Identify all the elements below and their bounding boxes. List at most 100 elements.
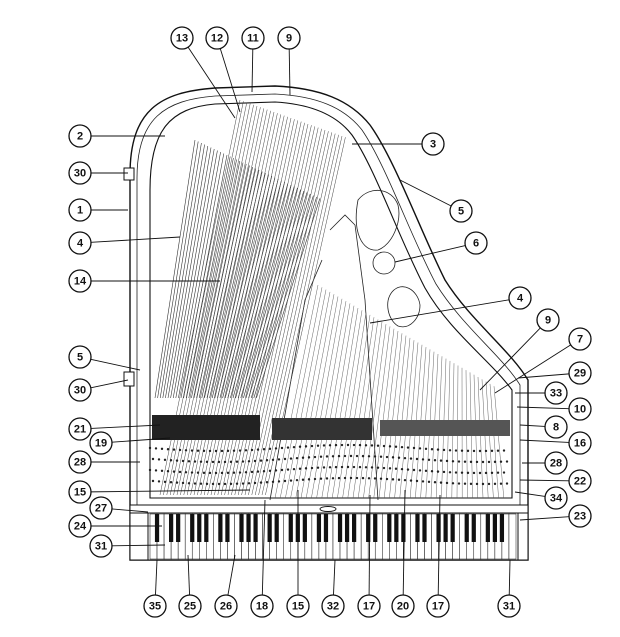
callout-number: 34 xyxy=(550,493,563,505)
bass-string xyxy=(167,147,212,399)
tuning-pin xyxy=(205,482,209,486)
tuning-pin xyxy=(388,445,392,448)
callout-c-1: 1 xyxy=(68,198,92,222)
tuning-pin xyxy=(490,471,494,475)
tuning-pin xyxy=(148,446,152,450)
tuning-pin xyxy=(214,449,218,453)
bass-string xyxy=(175,151,221,399)
black-key xyxy=(373,514,378,542)
tuning-pin xyxy=(178,448,182,452)
tuning-pin xyxy=(442,470,446,474)
tuning-pin xyxy=(265,481,269,484)
leader-line-c-10 xyxy=(516,406,570,410)
tuning-pin xyxy=(157,480,161,483)
tuning-pin xyxy=(445,459,449,463)
tuning-pin xyxy=(190,471,194,474)
tuning-pin xyxy=(187,482,191,485)
treble-string xyxy=(489,383,499,499)
bass-string xyxy=(172,150,218,399)
tuning-pin xyxy=(481,482,485,486)
tuning-pin xyxy=(247,460,251,463)
callout-number: 35 xyxy=(149,601,161,613)
callout-c-17b: 17 xyxy=(426,594,450,618)
iron-plate xyxy=(149,101,513,499)
tuning-pin xyxy=(256,470,260,473)
callout-number: 32 xyxy=(327,601,339,613)
leader-line-c-17b xyxy=(437,494,441,596)
black-key xyxy=(471,514,476,542)
leader-line-c-5b xyxy=(90,358,141,371)
tuning-pin xyxy=(199,460,203,463)
black-key xyxy=(323,514,329,542)
tuning-pin xyxy=(292,445,296,449)
tuning-pin xyxy=(439,459,443,462)
callout-c-21: 21 xyxy=(68,417,92,441)
callout-c-15a: 15 xyxy=(68,480,92,504)
tuning-pin xyxy=(355,454,359,458)
callout-c-10: 10 xyxy=(568,397,592,421)
treble-string xyxy=(473,374,479,499)
leader-line-c-17a xyxy=(368,494,371,596)
tuning-pin xyxy=(475,460,479,464)
tuning-pin xyxy=(481,460,485,464)
black-key xyxy=(443,514,448,542)
leader-line-c-34 xyxy=(514,491,546,497)
treble-string xyxy=(347,317,375,499)
callout-number: 13 xyxy=(176,33,188,45)
tuning-pin xyxy=(373,477,377,480)
callout-c-17a: 17 xyxy=(357,594,381,618)
treble-string xyxy=(389,335,407,499)
tuning-pin xyxy=(439,481,443,484)
tuning-pin xyxy=(181,459,185,463)
tuning-pin xyxy=(451,460,455,463)
tuning-pin xyxy=(262,448,266,451)
tuning-pin xyxy=(505,460,509,463)
leader-line-c-19 xyxy=(111,437,171,443)
callout-number: 21 xyxy=(74,424,86,436)
tuning-pin xyxy=(385,477,389,481)
leader-line-c-4b xyxy=(369,299,510,324)
callout-c-7: 7 xyxy=(568,327,592,351)
black-key xyxy=(344,514,350,542)
black-key xyxy=(302,514,307,542)
tuning-pin xyxy=(283,457,287,461)
tuning-pin xyxy=(322,466,326,469)
tuning-pin xyxy=(304,467,308,470)
tuning-pin xyxy=(328,444,332,447)
tuning-pin xyxy=(235,460,239,463)
black-key xyxy=(246,514,251,542)
tuning-pin-field xyxy=(148,443,509,486)
tuning-pin xyxy=(217,482,221,486)
tuning-pin xyxy=(163,458,167,462)
tuning-pin xyxy=(406,468,410,471)
keyboard-keys xyxy=(149,513,517,560)
leader-line-c-27 xyxy=(111,508,149,513)
tuning-pin xyxy=(454,449,458,452)
black-key xyxy=(288,514,293,542)
overstrung-string xyxy=(251,132,333,496)
leader-line-c-23 xyxy=(519,516,570,521)
tuning-pin xyxy=(268,447,272,451)
bass-string xyxy=(230,183,289,399)
tuning-pin xyxy=(433,459,437,462)
callout-number: 4 xyxy=(77,238,84,250)
tuning-pin xyxy=(295,478,299,482)
tuning-pin xyxy=(382,444,386,448)
bass-string xyxy=(201,166,253,399)
treble-string xyxy=(399,340,415,499)
tuning-pin xyxy=(223,460,227,464)
tuning-pin xyxy=(499,460,503,463)
tuning-pin xyxy=(427,480,431,484)
leader-line-c-31b xyxy=(508,559,511,596)
bass-string xyxy=(191,160,241,399)
tuning-pin xyxy=(283,479,287,483)
black-key xyxy=(316,514,322,542)
bass-string xyxy=(162,144,205,399)
callout-c-34: 34 xyxy=(544,486,568,510)
callout-number: 9 xyxy=(545,315,551,327)
callout-number: 14 xyxy=(74,276,87,288)
leader-line-c-26 xyxy=(227,554,236,596)
tuning-pin xyxy=(340,465,344,469)
black-key xyxy=(485,514,490,542)
